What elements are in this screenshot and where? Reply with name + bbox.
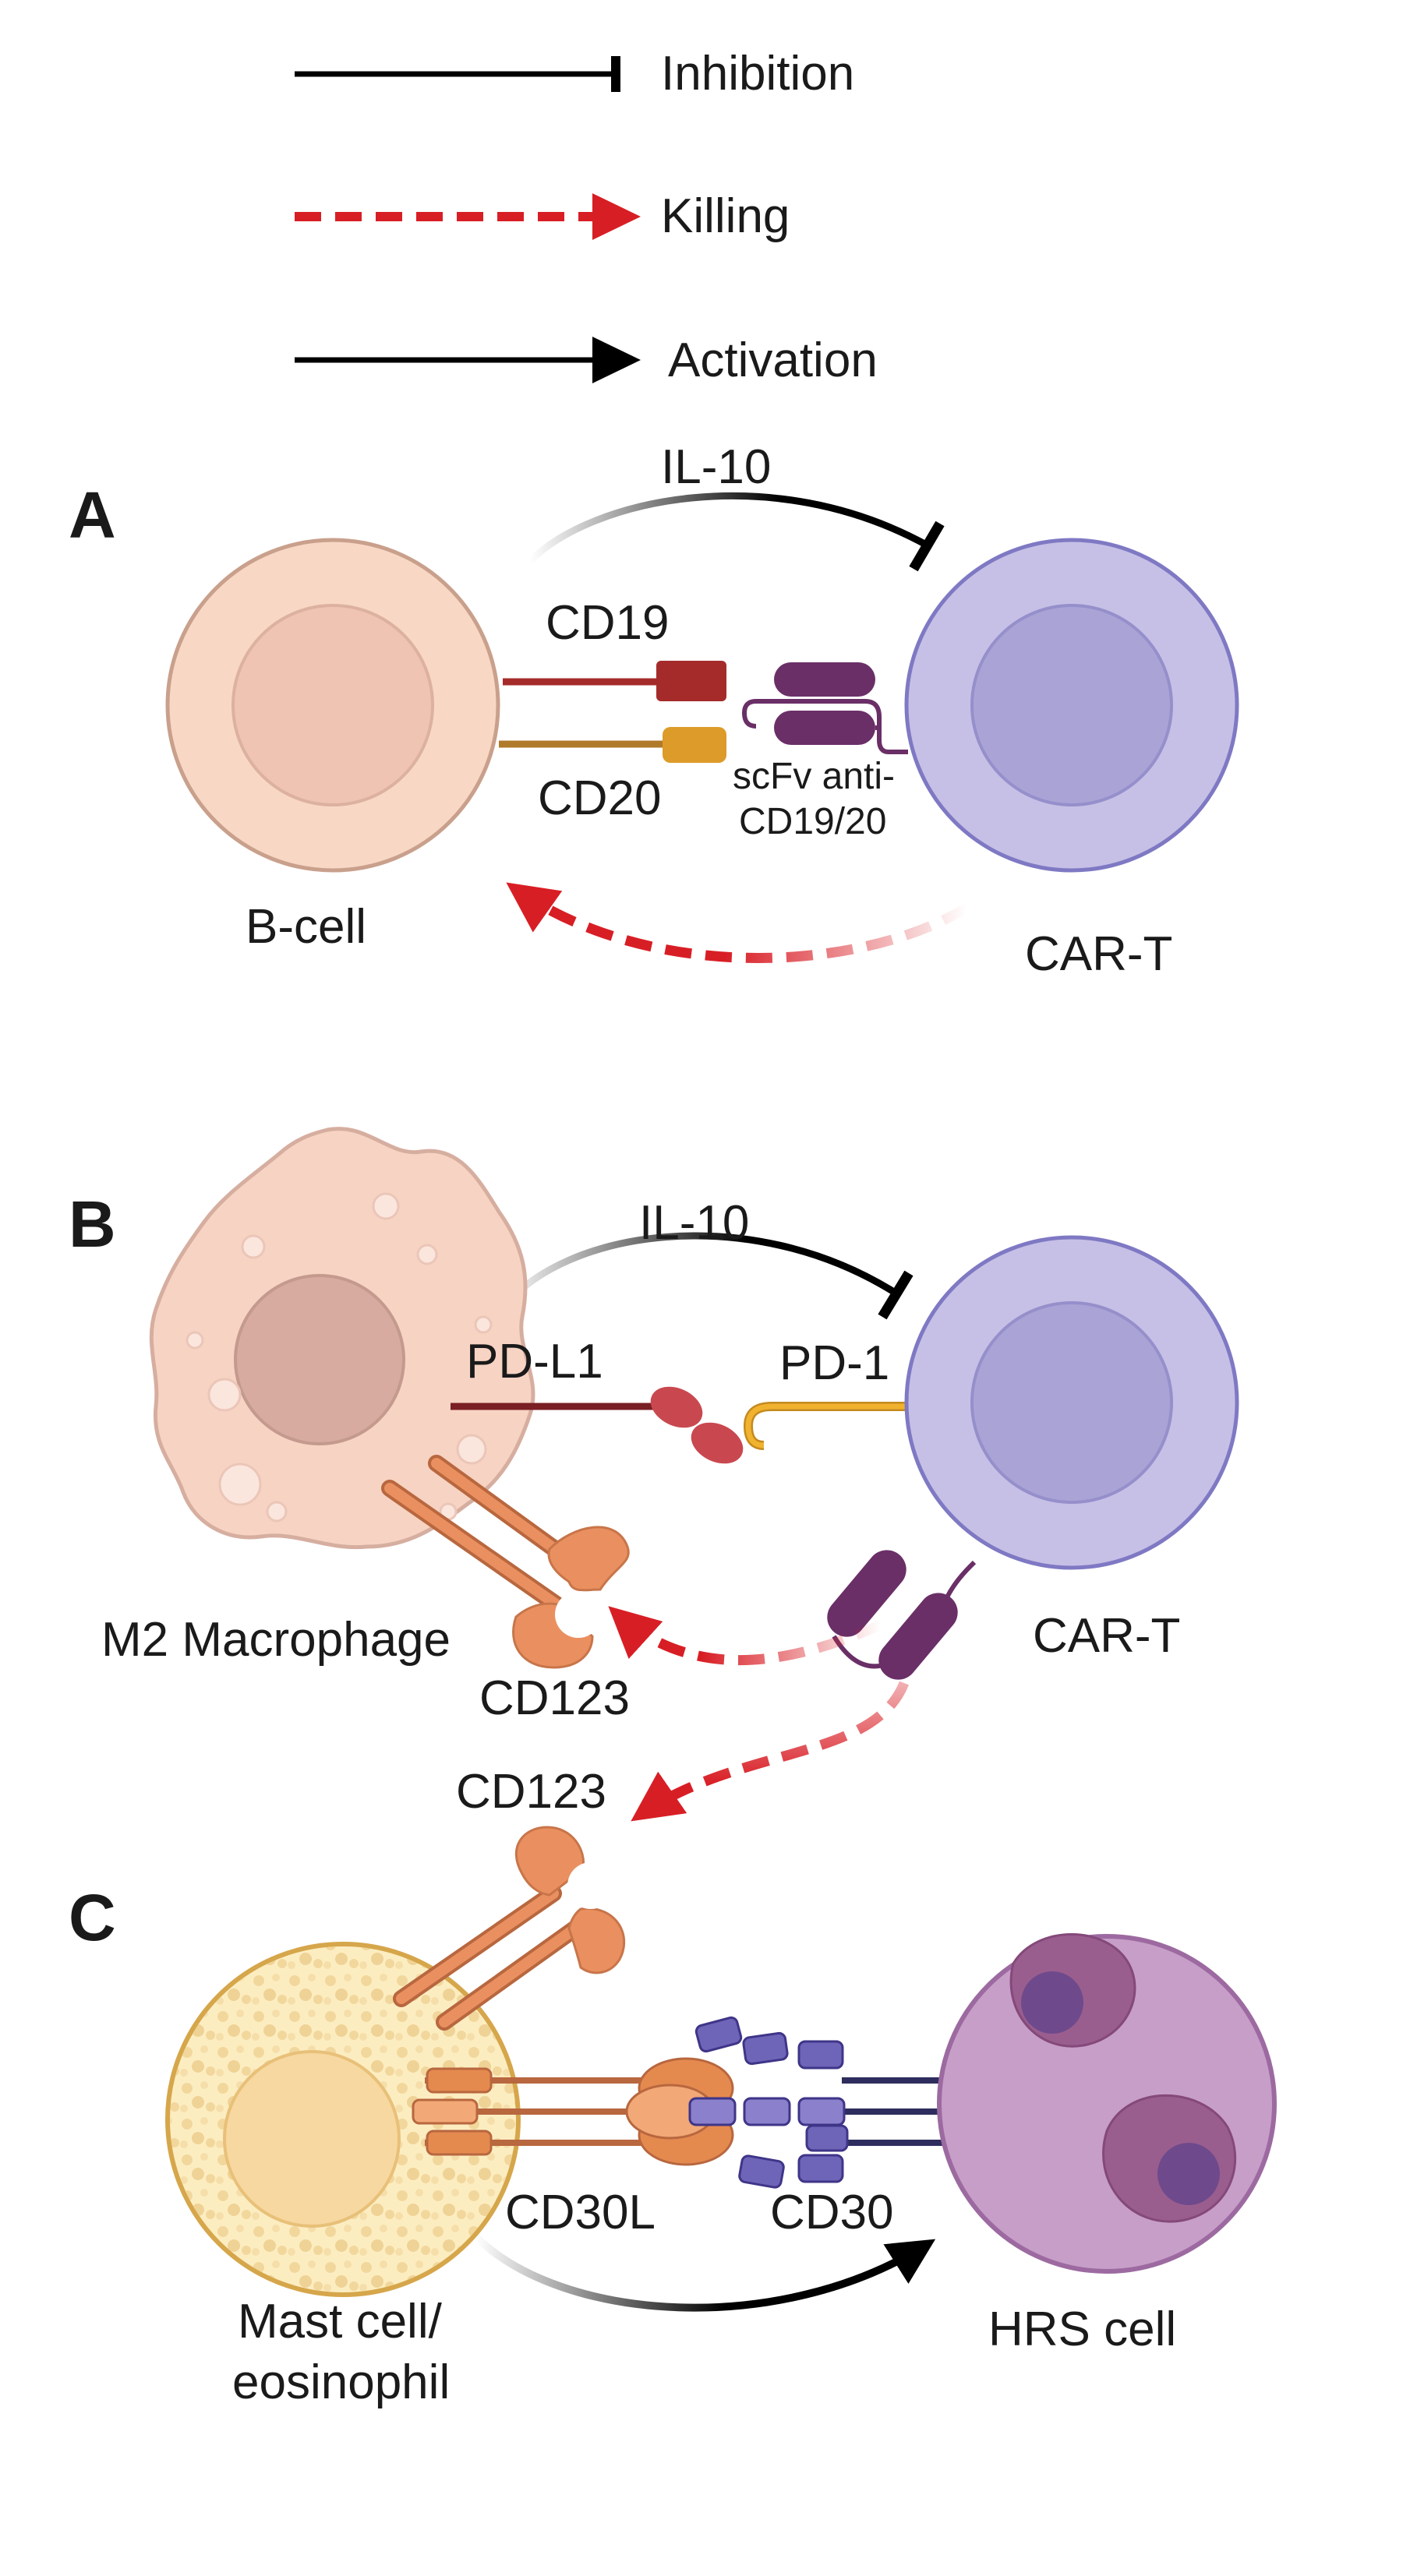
panel-a-letter: A	[69, 478, 116, 552]
b-cell-label: B-cell	[246, 900, 366, 954]
panel-bc-killing-arrow-mast-cell	[631, 1681, 910, 1822]
panel-c-letter: C	[69, 1881, 116, 1954]
car-light-chain-icon	[774, 711, 875, 745]
legend-inhibition: Inhibition	[295, 47, 854, 101]
cd123-label-b: CD123	[479, 1671, 630, 1725]
hrs-nucleolus-1	[1021, 1971, 1083, 2034]
legend-killing-label: Killing	[661, 189, 790, 243]
cd123-c-binding-pocket	[567, 1862, 614, 1909]
scfv-label-line2: CD19/20	[739, 801, 886, 842]
car-t-nucleus-a	[970, 604, 1173, 806]
pd-1-receptor-icon	[745, 1403, 976, 1449]
pd-1-label: PD-1	[779, 1336, 889, 1390]
panel-b-killing-arrow-macrophage	[608, 1606, 883, 1666]
cd30l-trimer	[412, 2057, 734, 2166]
scfv-label-line1: scFv anti-	[733, 756, 895, 797]
mast-cell-label-line1: Mast cell/	[238, 2295, 443, 2348]
mast-cell-nucleus	[223, 2050, 401, 2228]
hrs-nucleolus-2	[1157, 2143, 1220, 2205]
panel-b-il10-inhibition-arc	[500, 1232, 899, 1311]
panel-a: A IL-10 B-cell CD19 CD20 scFv anti- CD19…	[69, 440, 1239, 981]
panel-a-il10-inhibition-arc	[527, 492, 930, 564]
legend-activation: Activation	[295, 333, 878, 387]
cd30l-label: CD30L	[505, 2186, 656, 2239]
activation-arrowhead-icon	[592, 337, 641, 383]
cd19-label: CD19	[546, 596, 670, 650]
hrs-cell-label: HRS cell	[988, 2303, 1176, 2356]
mast-cell-label-line2: eosinophil	[232, 2355, 450, 2409]
cd123-macrophage	[381, 1455, 630, 1669]
panel-b-inhibition-bar-icon	[878, 1270, 914, 1320]
cd123-c-lobe-2-icon	[567, 1907, 626, 1974]
cd123-mast-cell	[393, 1826, 626, 2031]
pd-l1-domain-1-icon	[650, 1386, 703, 1428]
panel-b-il10-label: IL-10	[639, 1196, 749, 1250]
cd123-binding-pocket	[555, 1591, 602, 1638]
cd123-lobe-2-icon	[512, 1602, 594, 1669]
panel-c: C CD123 Mast cell/ eosinophil	[69, 1765, 1277, 2409]
car-b-heavy-chain-icon	[827, 1550, 906, 1637]
legend: Inhibition Killing Activation	[295, 47, 878, 387]
panel-a-il10-label: IL-10	[661, 440, 771, 494]
cd20-label: CD20	[538, 771, 662, 825]
car-receptor-b	[827, 1550, 977, 1680]
cd19-antigen-icon	[656, 661, 726, 701]
legend-activation-label: Activation	[668, 333, 878, 387]
pd-l1-domain-2-icon	[691, 1422, 744, 1464]
car-receptor-a	[741, 662, 908, 754]
car-t-nucleus-b	[970, 1301, 1173, 1504]
cd123-c-lobe-1-icon	[514, 1826, 585, 1897]
car-t-label-a: CAR-T	[1025, 927, 1172, 981]
car-b-light-chain-icon	[878, 1593, 958, 1680]
panel-a-killing-arrow	[506, 882, 970, 963]
legend-inhibition-label: Inhibition	[661, 47, 854, 101]
panel-a-inhibition-bar-icon	[909, 520, 945, 572]
car-t-label-b: CAR-T	[1033, 1609, 1180, 1663]
macrophage-vesicles	[186, 1192, 493, 1523]
car-heavy-chain-icon	[774, 662, 875, 697]
killing-arrowhead-icon	[592, 193, 641, 240]
b-cell-nucleus	[231, 604, 434, 806]
cd20-antigen-icon	[663, 727, 726, 763]
macrophage-nucleus	[234, 1274, 405, 1445]
cd123-label-c: CD123	[456, 1765, 606, 1819]
panel-b: B IL-10 M2 Macrophage PD-L1 PD-1	[69, 1127, 1239, 1822]
cd30-label: CD30	[770, 2186, 894, 2239]
panel-b-letter: B	[69, 1187, 116, 1261]
cd123-lobe-1-icon	[547, 1526, 630, 1592]
legend-killing: Killing	[295, 189, 790, 243]
m2-macrophage-label: M2 Macrophage	[101, 1613, 451, 1667]
pd-l1-label: PD-L1	[466, 1335, 603, 1389]
panel-c-activation-arrow	[472, 2233, 936, 2312]
